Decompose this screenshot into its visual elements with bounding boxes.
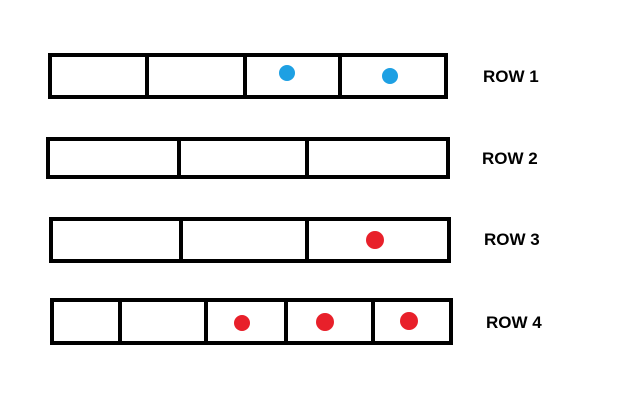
row-4-bar xyxy=(50,298,453,345)
row-1-cell-1 xyxy=(48,53,149,99)
row-1-bar xyxy=(48,53,448,99)
row-bars xyxy=(46,53,453,345)
row-1-label: ROW 1 xyxy=(483,67,539,86)
row-3-label: ROW 3 xyxy=(484,230,540,249)
row-2-cell-1 xyxy=(46,137,181,179)
row-3-bar xyxy=(49,217,451,263)
row-3-red-dot xyxy=(366,231,384,249)
row-1-blue-dot xyxy=(279,65,295,81)
row-4-cell-2 xyxy=(118,298,208,345)
row-labels: ROW 1 ROW 2 ROW 3 ROW 4 xyxy=(482,67,542,332)
row-1-cell-2 xyxy=(145,53,247,99)
row-1-blue-dot xyxy=(382,68,398,84)
row-2-label: ROW 2 xyxy=(482,149,538,168)
row-4-red-dot xyxy=(400,312,418,330)
row-4-cell-1 xyxy=(50,298,122,345)
row-2-cell-3 xyxy=(305,137,450,179)
row-4-red-dot xyxy=(234,315,250,331)
row-2-bar xyxy=(46,137,450,179)
row-3-cell-2 xyxy=(179,217,309,263)
row-4-label: ROW 4 xyxy=(486,313,542,332)
row-3-cell-1 xyxy=(49,217,183,263)
row-4-red-dot xyxy=(316,313,334,331)
row-1-cell-3 xyxy=(243,53,342,99)
row-2-cell-2 xyxy=(177,137,309,179)
